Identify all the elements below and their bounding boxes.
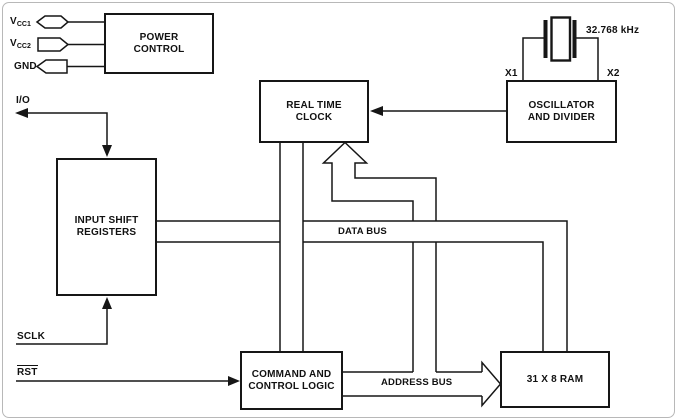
ram-label: 31 X 8 RAM bbox=[526, 373, 584, 385]
input-shift-registers-block: INPUT SHIFT REGISTERS bbox=[56, 158, 157, 296]
vcc2-pin-icon bbox=[37, 37, 104, 52]
sclk-pin-label: SCLK bbox=[17, 331, 46, 342]
ram-block: 31 X 8 RAM bbox=[500, 351, 610, 408]
io-pin-label: I/O bbox=[16, 95, 30, 106]
crystal-frequency-label: 32.768 kHz bbox=[586, 25, 640, 36]
arrow-down-icon bbox=[102, 145, 112, 157]
arrow-right-icon bbox=[228, 376, 240, 386]
arrow-left-icon bbox=[15, 108, 28, 118]
command-control-block: COMMAND AND CONTROL LOGIC bbox=[240, 351, 343, 410]
data-bus-lines bbox=[157, 220, 568, 351]
gnd-pin-icon bbox=[35, 59, 104, 74]
vcc2-pin-label: VCC2 bbox=[10, 38, 31, 50]
input-shift-registers-label: INPUT SHIFT REGISTERS bbox=[74, 215, 139, 238]
bus-arrow-right-icon bbox=[481, 360, 502, 408]
x2-pin-label: X2 bbox=[607, 68, 620, 79]
rst-wire bbox=[16, 376, 240, 386]
power-control-block: POWER CONTROL bbox=[104, 13, 214, 74]
command-control-label: COMMAND AND CONTROL LOGIC bbox=[248, 368, 335, 392]
real-time-clock-label: REAL TIME CLOCK bbox=[286, 99, 342, 123]
arrow-left-icon bbox=[370, 106, 383, 116]
x1-pin-label: X1 bbox=[505, 68, 518, 79]
rtc-command-bus-lines bbox=[279, 143, 304, 351]
oscillator-label: OSCILLATOR AND DIVIDER bbox=[527, 99, 596, 123]
crystal-icon bbox=[522, 16, 599, 80]
data-bus-label: DATA BUS bbox=[338, 226, 387, 237]
sclk-wire bbox=[16, 297, 112, 345]
io-wire bbox=[15, 108, 112, 157]
real-time-clock-block: REAL TIME CLOCK bbox=[259, 80, 369, 143]
gnd-pin-label: GND bbox=[14, 61, 37, 72]
oscillator-block: OSCILLATOR AND DIVIDER bbox=[506, 80, 617, 143]
vcc1-pin-icon bbox=[35, 15, 104, 29]
vcc1-pin-label: VCC1 bbox=[10, 16, 31, 28]
rst-pin-label: RST bbox=[17, 365, 38, 378]
address-bus-label: ADDRESS BUS bbox=[381, 377, 453, 388]
arrow-up-icon bbox=[102, 297, 112, 309]
rtc-bus-arrow bbox=[321, 141, 437, 372]
oscillator-to-rtc-wire bbox=[370, 106, 506, 116]
power-control-label: POWER CONTROL bbox=[133, 31, 185, 55]
